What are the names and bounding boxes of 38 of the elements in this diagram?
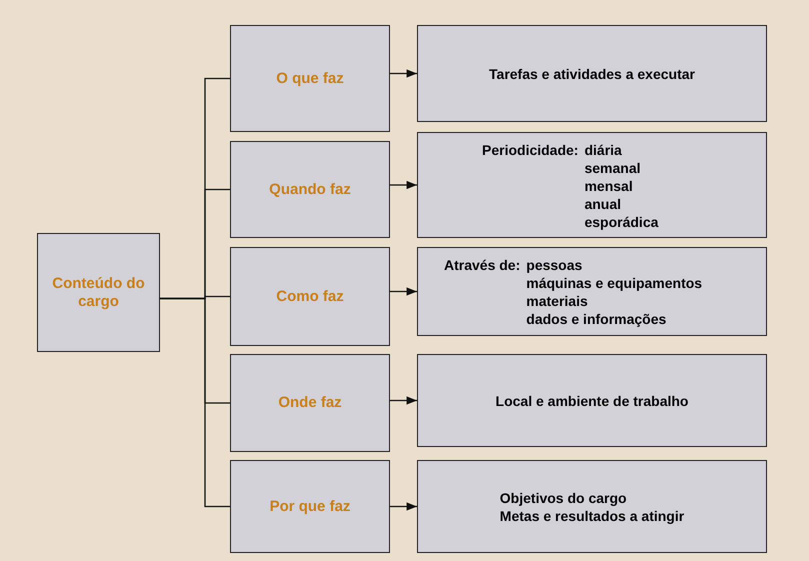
list-item: semanal [584, 159, 641, 177]
topic-box [230, 247, 390, 346]
text-label: Quando faz [269, 180, 351, 198]
arrow [390, 502, 417, 511]
text-label: Metas e resultados a atingir [500, 506, 684, 524]
text-label: Como faz [276, 288, 344, 306]
text-label: Periodicidade: [482, 141, 578, 159]
topic-box [230, 460, 390, 553]
topic-box [37, 233, 160, 352]
arrow [390, 69, 417, 78]
list-item: diária [584, 141, 622, 159]
description-box [417, 460, 767, 553]
topic-box [230, 25, 390, 132]
arrow [390, 287, 417, 296]
text-label: Tarefas e atividades a executar [489, 64, 695, 82]
text-label: Por que faz [270, 498, 350, 516]
text-label: Através de: [444, 256, 520, 274]
text-label: O que faz [276, 70, 344, 88]
text-label: Conteúdo do cargo [51, 274, 146, 310]
list-item: máquinas e equipamentos [526, 274, 702, 292]
description-box [417, 132, 767, 238]
topic-box [230, 354, 390, 452]
description-box [417, 247, 767, 336]
text-label: Local e ambiente de trabalho [496, 392, 688, 410]
text-label: Onde faz [278, 394, 342, 412]
list-item: mensal [584, 177, 633, 195]
arrow [390, 180, 417, 190]
text-label: Objetivos do cargo [500, 488, 627, 506]
description-box [417, 354, 767, 447]
list-item: pessoas [526, 256, 582, 274]
list-item: esporádica [584, 213, 658, 231]
list-item: anual [584, 195, 622, 213]
list-item: materiais [526, 292, 588, 310]
description-box [417, 25, 767, 122]
list-item: dados e informações [526, 310, 666, 328]
connector-line [160, 298, 230, 508]
topic-box [230, 141, 390, 238]
arrow [390, 396, 417, 405]
